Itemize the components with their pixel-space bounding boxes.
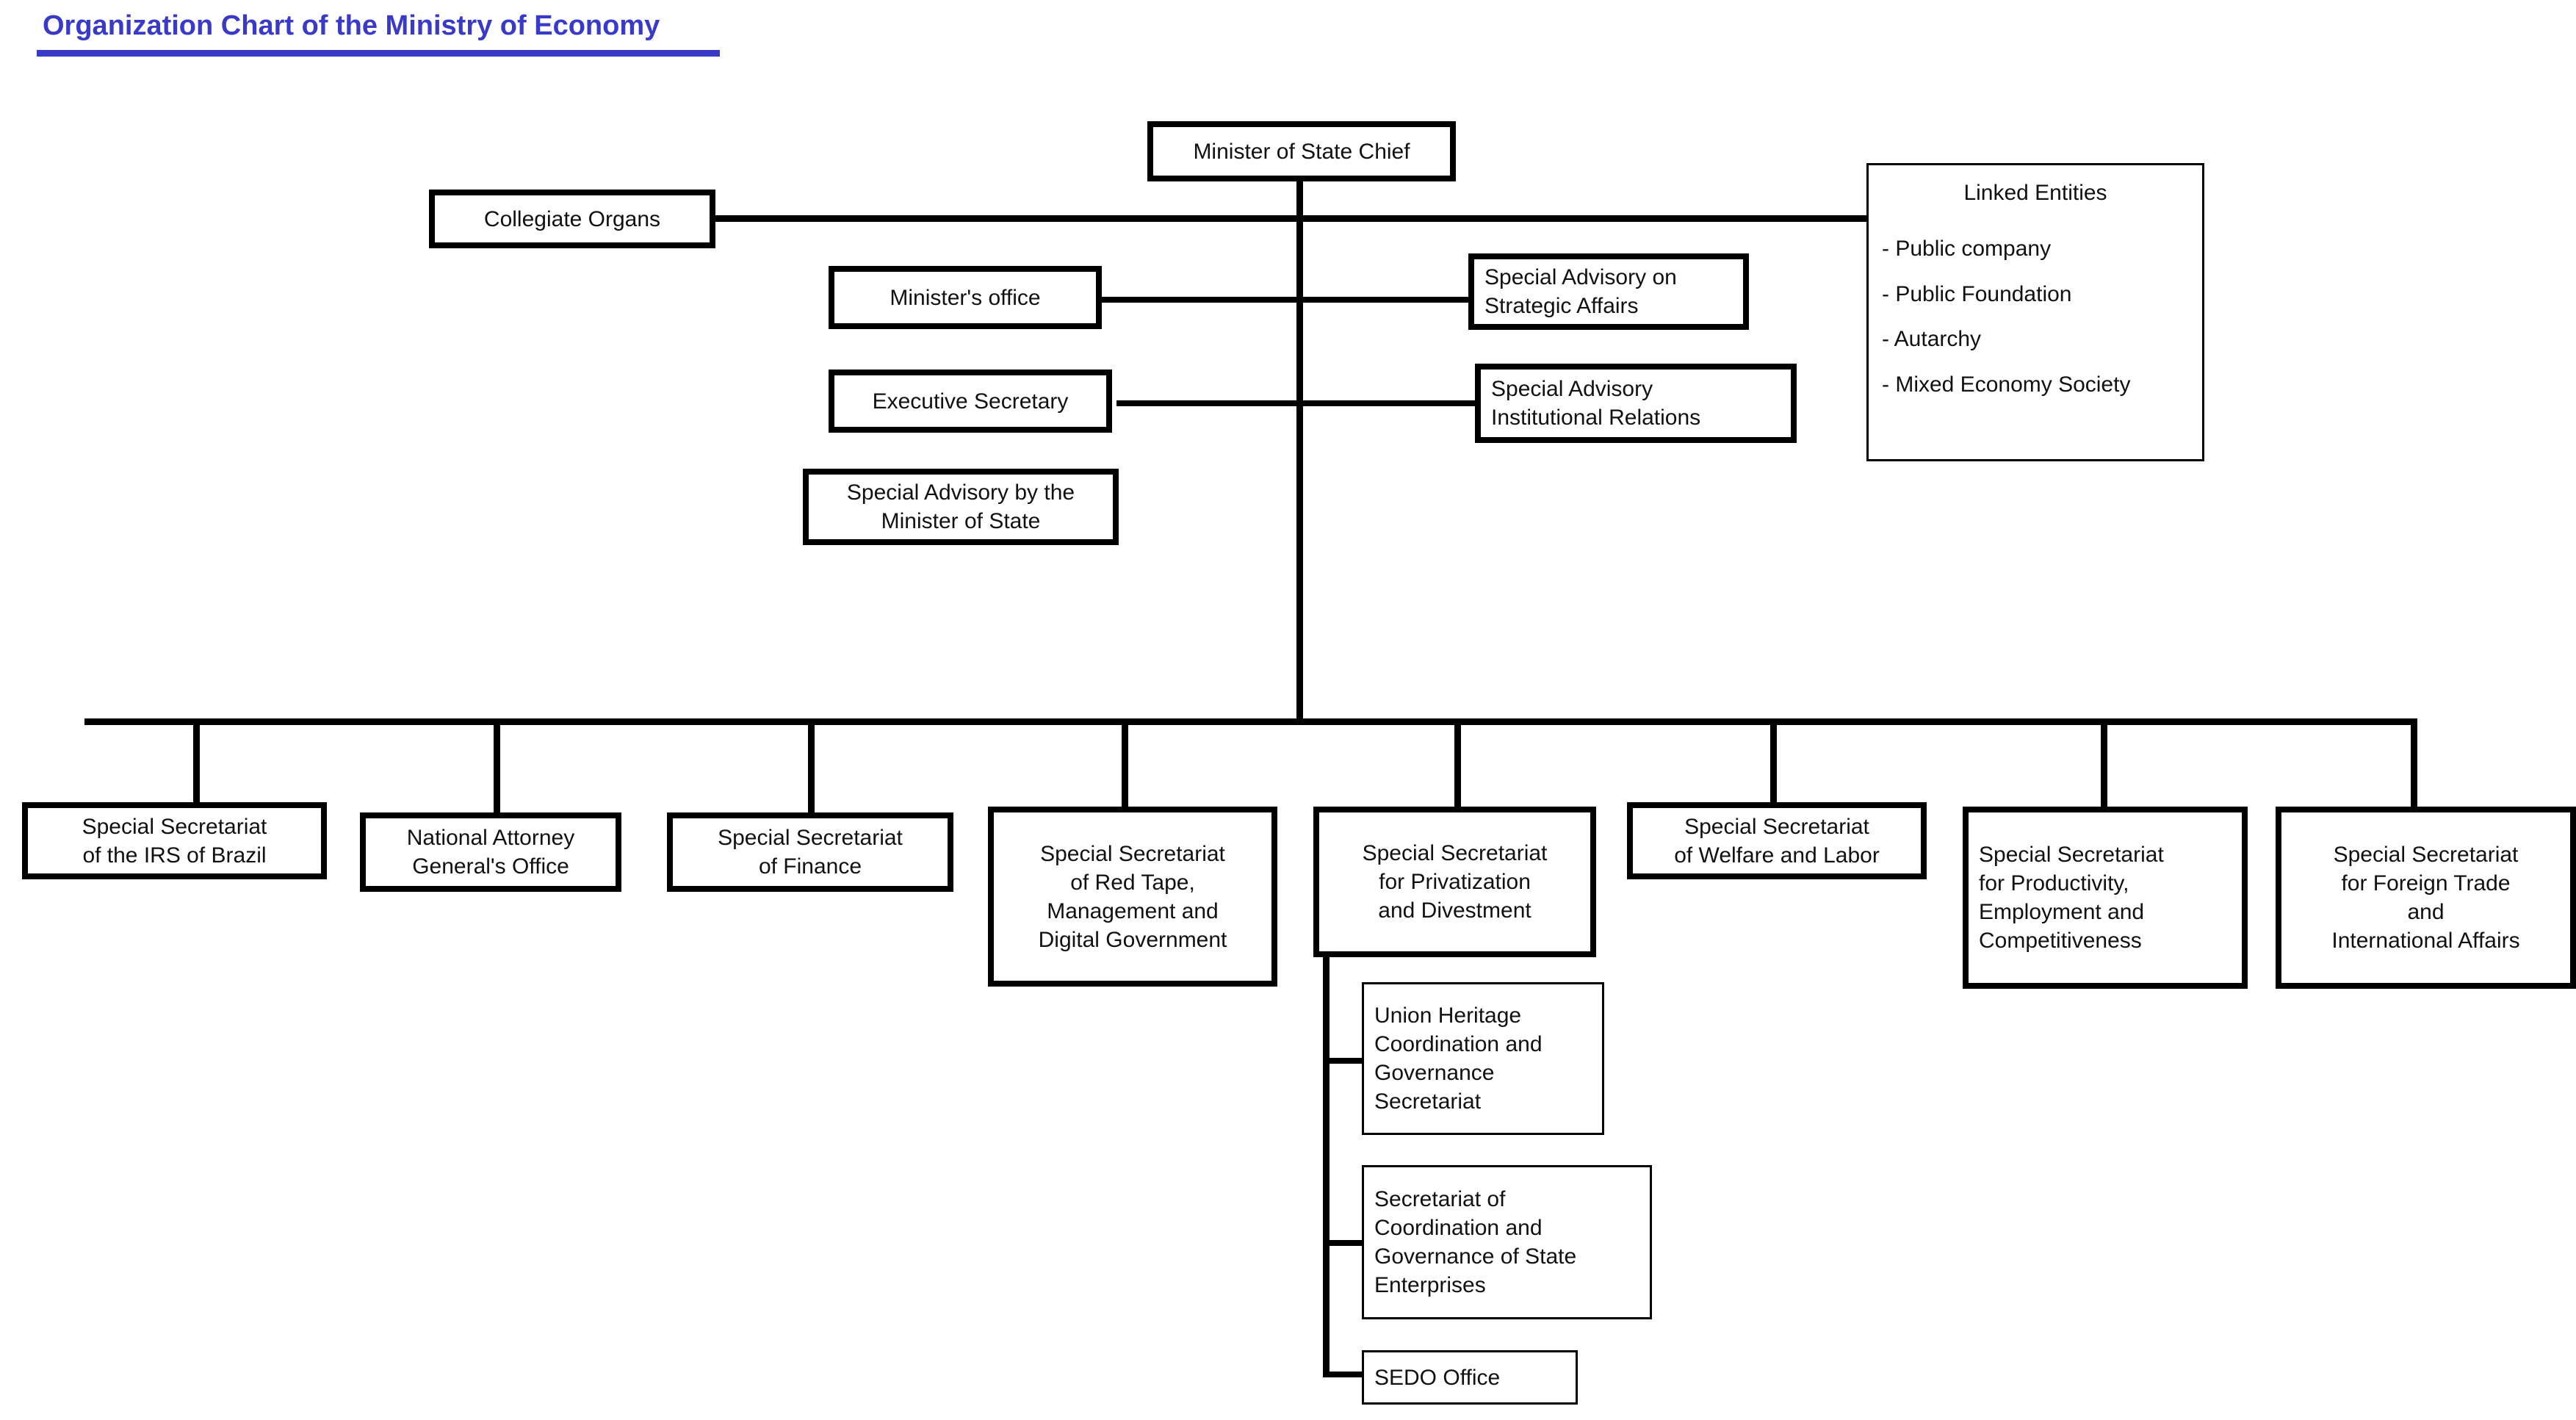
node-secretariat-state-enterprises[interactable]: Secretariat of Coordination and Governan… [1362,1165,1652,1319]
node-special-secretariat-privatization[interactable]: Special Secretariat for Privatization an… [1313,807,1596,957]
node-special-secretariat-foreign-trade[interactable]: Special Secretariat for Foreign Trade an… [2276,807,2576,989]
connector-branch-sedo [1323,1372,1363,1377]
linked-entity-item: - Autarchy [1882,327,1982,351]
node-minister-of-state-chief[interactable]: Minister of State Chief [1147,121,1456,181]
node-national-attorney-general-office[interactable]: National Attorney General's Office [360,812,621,892]
node-executive-secretary[interactable]: Executive Secretary [829,370,1112,433]
connector-executive-secretary-rail [1116,400,1481,406]
node-special-secretariat-welfare-labor[interactable]: Special Secretariat of Welfare and Labor [1627,802,1927,879]
linked-entity-item: - Mixed Economy Society [1882,372,2131,397]
node-special-secretariat-finance[interactable]: Special Secretariat of Finance [667,812,953,892]
connector-branch-state-enterprises [1323,1240,1363,1246]
connector-drop-finance [808,718,815,812]
node-collegiate-organs[interactable]: Collegiate Organs [429,190,715,248]
linked-entities-list: - Public company - Public Foundation - A… [1869,207,2202,407]
node-special-advisory-institutional-relations[interactable]: Special Advisory Institutional Relations [1475,364,1797,443]
connector-drop-welfare [1770,718,1777,802]
node-special-advisory-strategic-affairs[interactable]: Special Advisory on Strategic Affairs [1468,253,1749,330]
connector-branch-union-heritage [1323,1058,1363,1064]
title-underline [37,50,720,57]
node-linked-entities[interactable]: Linked Entities - Public company - Publi… [1866,163,2204,461]
page-title: Organization Chart of the Ministry of Ec… [43,10,660,41]
connector-spine-main [1296,180,1303,724]
connector-privatization-substem [1323,955,1330,1377]
linked-entity-item: - Public Foundation [1882,281,2072,306]
node-special-secretariat-irs-brazil[interactable]: Special Secretariat of the IRS of Brazil [22,802,327,879]
node-special-secretariat-red-tape[interactable]: Special Secretariat of Red Tape, Managem… [988,807,1277,987]
linked-entity-item: - Public company [1882,237,2052,261]
connector-drop-privatization [1454,718,1461,807]
connector-collegiate-to-linked [710,215,1871,222]
node-special-advisory-by-minister-of-state[interactable]: Special Advisory by the Minister of Stat… [803,469,1119,545]
connector-bus-secretariats [84,718,2417,725]
node-union-heritage-secretariat[interactable]: Union Heritage Coordination and Governan… [1362,982,1604,1135]
node-sedo-office[interactable]: SEDO Office [1362,1350,1578,1405]
node-special-secretariat-productivity[interactable]: Special Secretariat for Productivity, Em… [1963,807,2248,989]
node-ministers-office[interactable]: Minister's office [829,266,1102,329]
connector-drop-foreigntrade [2411,718,2417,807]
connector-ministers-office-rail [1094,297,1473,303]
connector-drop-redtape [1122,718,1128,807]
linked-entities-heading: Linked Entities [1963,181,2107,205]
connector-drop-productivity [2101,718,2107,807]
connector-drop-attorney [494,718,500,812]
connector-drop-irs [193,718,200,802]
